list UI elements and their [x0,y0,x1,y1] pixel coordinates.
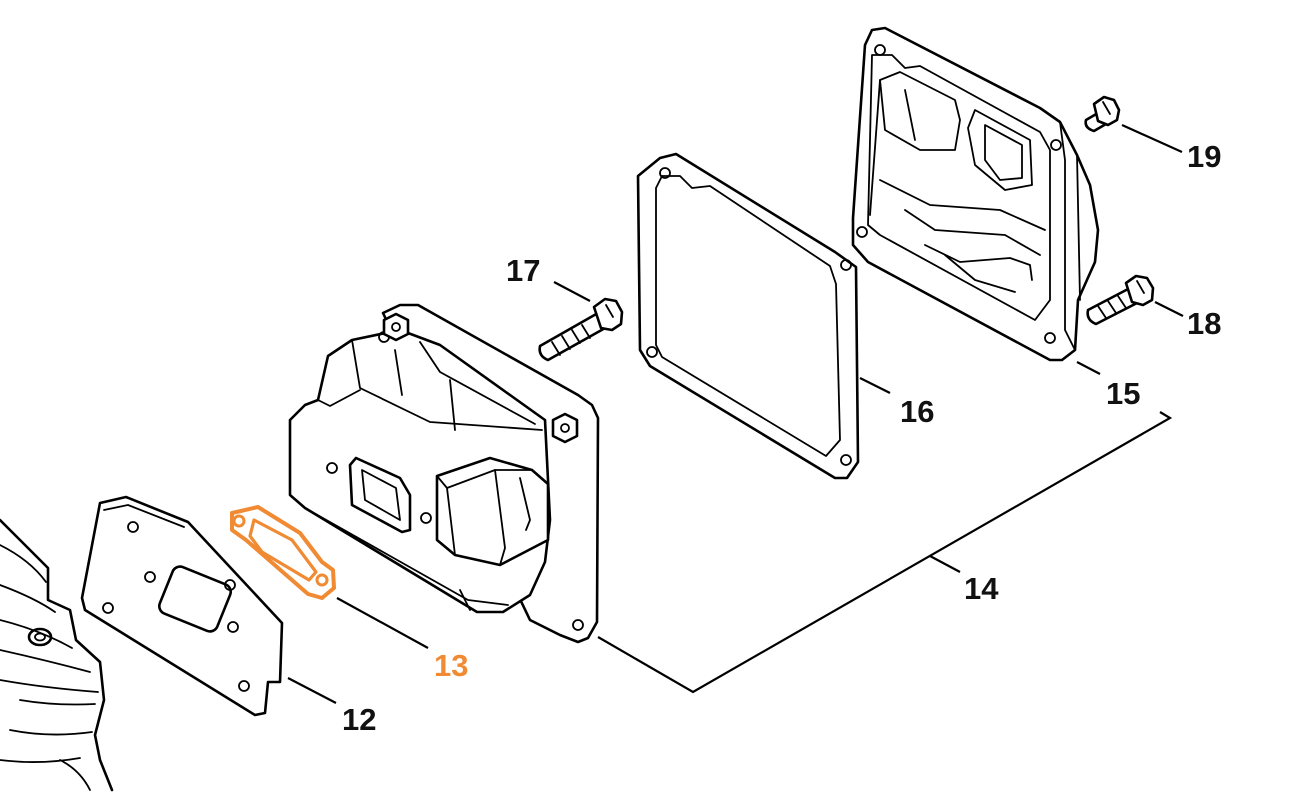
part-17-screw [538,297,624,362]
leader-17 [553,281,591,302]
cylinder-part [0,518,114,792]
leader-lines [287,123,1184,704]
leader-15 [1076,361,1101,375]
callout-15: 15 [1106,376,1140,411]
leader-13 [336,597,429,649]
part-15-cover [851,26,1100,362]
nut-top [382,312,410,342]
part-12-plate [80,495,284,717]
callout-18: 18 [1187,306,1221,341]
leader-14 [597,411,1173,694]
callout-13: 13 [434,648,468,683]
callout-12: 12 [342,702,376,737]
callout-19: 19 [1187,139,1221,174]
callout-labels: 12 13 14 15 16 17 18 19 [342,139,1221,737]
leader-12 [287,677,337,704]
nut-right [551,412,579,444]
part-13-gasket [230,505,336,600]
callout-17: 17 [506,253,540,288]
part-16-frame-gasket [636,152,860,480]
part-18-screw [1086,274,1155,326]
leader-19 [1121,123,1183,154]
leader-14-tick [929,555,961,573]
leader-16 [859,377,891,394]
muffler-housing [288,303,600,644]
leader-18 [1154,301,1184,317]
callout-14: 14 [964,571,999,606]
part-19-screw [1084,95,1121,133]
gasket-outline [230,505,336,600]
callout-16: 16 [900,394,934,429]
